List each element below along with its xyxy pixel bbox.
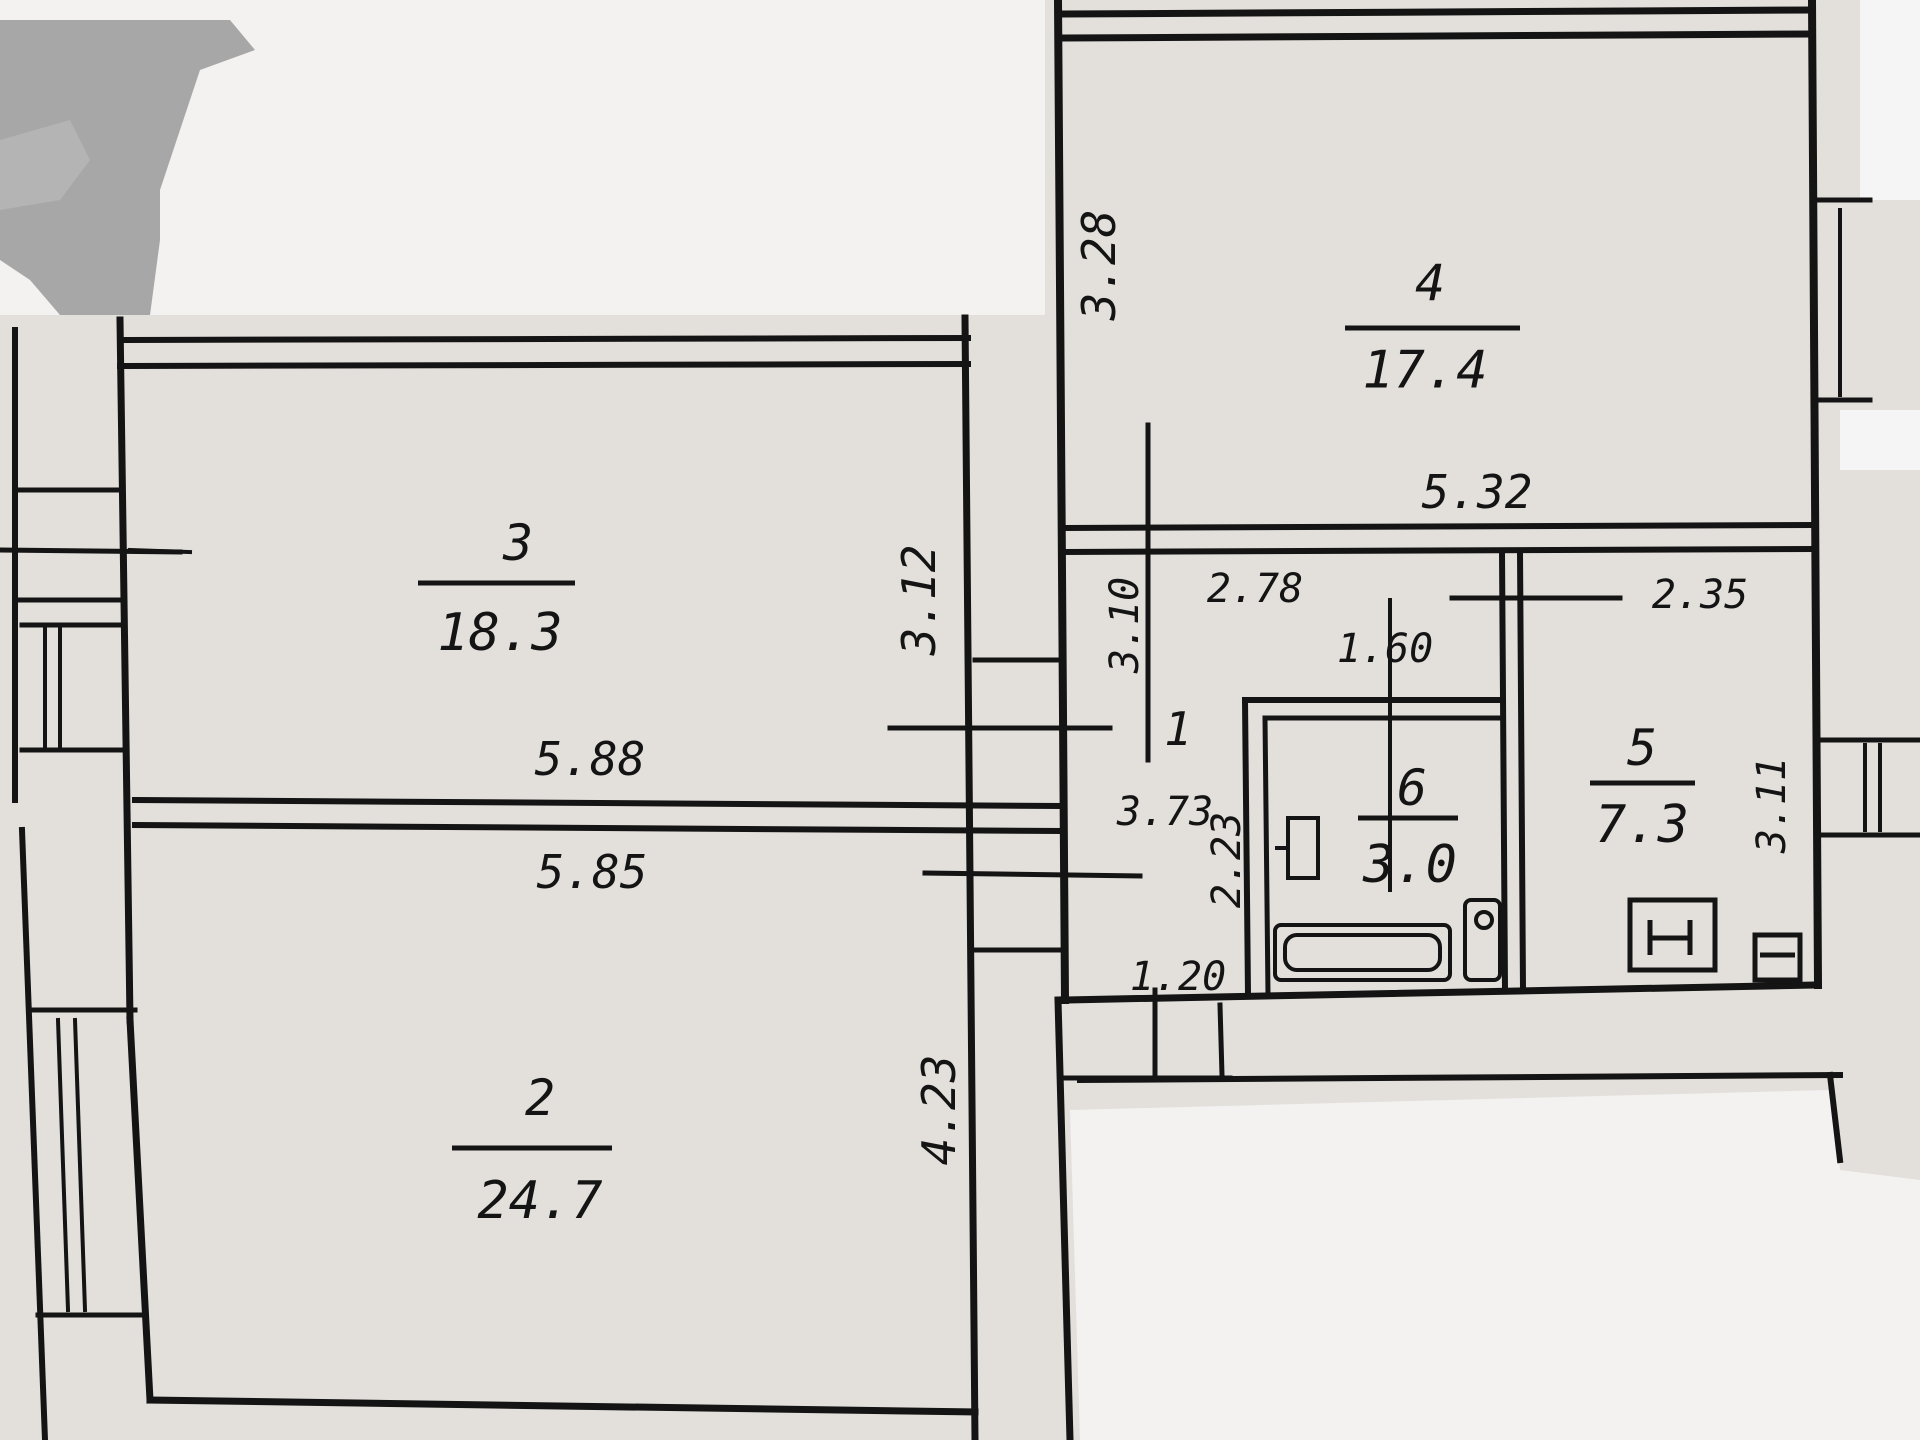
room-6-label: 6 3.0	[1358, 759, 1458, 895]
room-1-label: 1	[1164, 702, 1192, 756]
room-5-label: 5 7.3	[1590, 719, 1695, 855]
redaction-right-edge-2	[1840, 410, 1920, 470]
dim-room3-width: 5.88	[535, 732, 646, 786]
dim-room4-width: 5.32	[1422, 465, 1533, 519]
room-number: 3	[502, 514, 533, 572]
washbasin-icon	[1463, 898, 1502, 982]
dim-hall-length: 3.73	[1116, 789, 1213, 835]
room-3-label: 3 18.3	[418, 514, 575, 663]
room-number: 4	[1415, 254, 1445, 312]
dim-corridor-width: 1.20	[1130, 954, 1226, 1000]
room-number: 6	[1397, 759, 1427, 817]
dim-bath-height: 2.23	[1204, 812, 1250, 908]
sink-icon	[1275, 816, 1320, 880]
redaction-gray-mark-2	[0, 120, 90, 210]
room-area: 18.3	[437, 603, 562, 663]
dim-bath-width: 1.60	[1337, 626, 1433, 672]
room-area: 24.7	[477, 1171, 602, 1231]
room-2-label: 2 24.7	[452, 1069, 612, 1231]
dim-hall-width: 2.78	[1207, 566, 1303, 612]
bathtub-icon	[1273, 923, 1452, 982]
room-area: 7.3	[1595, 795, 1689, 855]
room-number: 5	[1627, 719, 1657, 777]
room-4-label: 4 17.4	[1345, 254, 1520, 401]
dim-room2-height: 4.23	[912, 1055, 966, 1166]
stove-icon	[1627, 897, 1718, 973]
room-number: 1	[1164, 702, 1192, 756]
dim-room5-height: 3.11	[1749, 757, 1795, 854]
room-number: 2	[525, 1069, 555, 1127]
fridge-icon	[1752, 932, 1803, 983]
redaction-right-edge	[1860, 0, 1920, 200]
dim-hall-height: 3.10	[1102, 577, 1148, 674]
redaction-bottom-right	[1070, 1090, 1920, 1440]
room-area: 17.4	[1362, 341, 1487, 401]
redaction-gray-mark	[0, 20, 255, 315]
dim-room3-height: 3.12	[892, 545, 946, 657]
dim-room2-width: 5.85	[537, 845, 648, 899]
dim-room4-height: 3.28	[1072, 210, 1126, 322]
room-area: 3.0	[1362, 835, 1457, 895]
dim-room5-width: 2.35	[1652, 572, 1748, 618]
